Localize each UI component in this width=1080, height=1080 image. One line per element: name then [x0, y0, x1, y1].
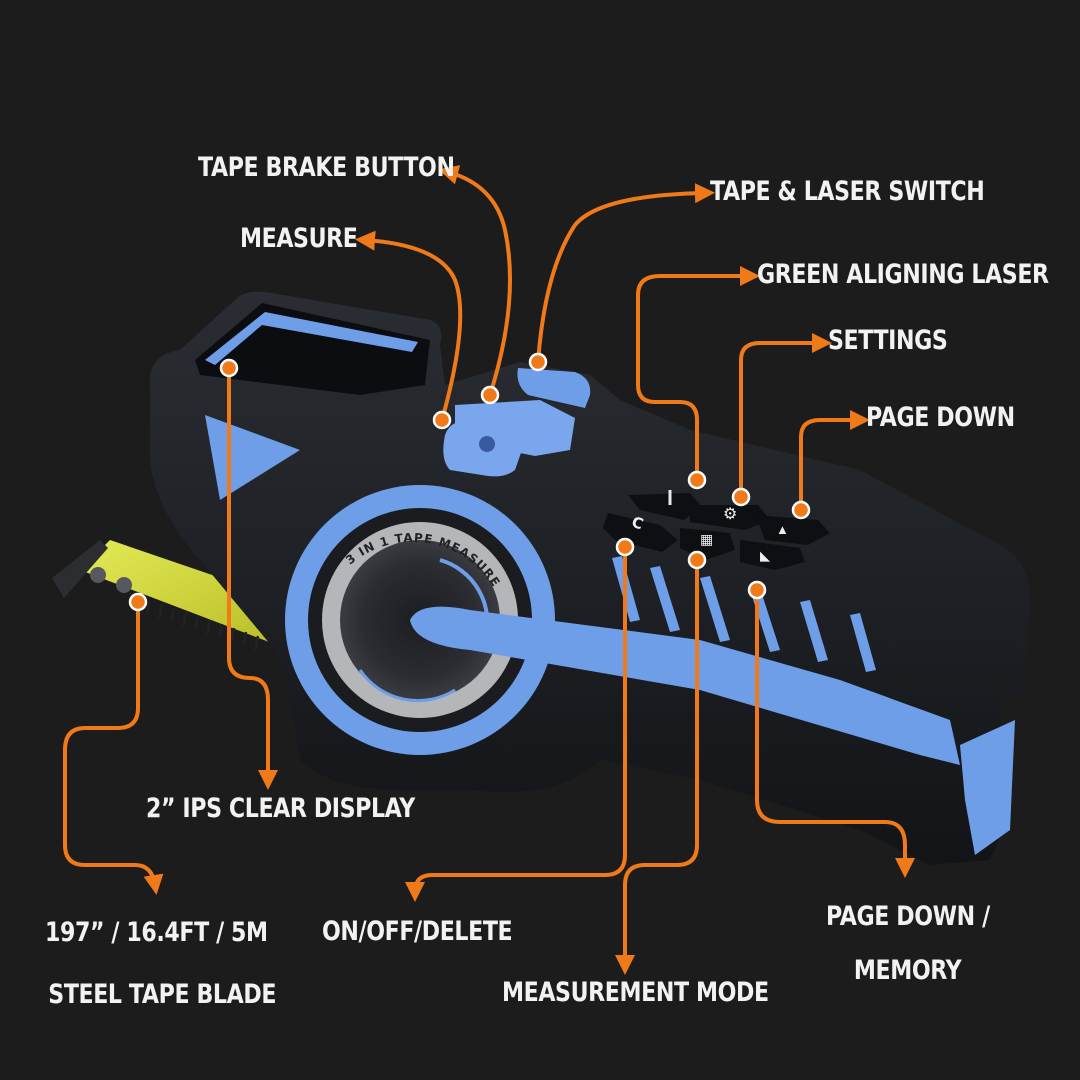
grid-icon: ▦	[700, 533, 714, 548]
callout-settings: SETTINGS	[828, 325, 948, 356]
callout-mode: MEASUREMENT MODE	[502, 977, 769, 1008]
dot-display	[219, 358, 239, 378]
callout-memory: PAGE DOWN / MEMORY	[826, 890, 990, 998]
dot-tape-brake	[480, 385, 500, 405]
dot-memory	[747, 580, 767, 600]
callout-blade-line2: STEEL TAPE BLADE	[48, 979, 277, 1010]
leader-display	[227, 366, 278, 790]
gear-icon: ⚙	[723, 506, 738, 523]
leader-switch	[536, 183, 715, 364]
callout-memory-line2: MEMORY	[853, 955, 962, 986]
leader-measure	[355, 230, 463, 422]
callout-on-off: ON/OFF/DELETE	[322, 916, 513, 947]
leader-blade	[63, 600, 164, 895]
callout-blade: 197” / 16.4FT / 5M STEEL TAPE BLADE	[45, 902, 276, 1026]
settings-key[interactable]	[690, 505, 770, 530]
callout-tape-brake: TAPE BRAKE BUTTON	[198, 152, 455, 183]
tape-measure-body	[150, 291, 1030, 866]
dot-blade	[128, 592, 148, 612]
measure-button[interactable]	[443, 420, 523, 477]
steel-tape-blade	[52, 540, 300, 651]
page-down-key[interactable]	[755, 515, 830, 545]
ips-display	[195, 303, 430, 395]
callout-memory-line1: PAGE DOWN /	[826, 901, 990, 932]
dot-on-off	[615, 537, 635, 557]
leader-laser	[636, 266, 760, 482]
memory-key[interactable]	[740, 540, 805, 570]
callout-switch: TAPE & LASER SWITCH	[710, 176, 985, 207]
dot-settings	[731, 487, 751, 507]
leader-settings	[739, 333, 832, 499]
dot-page-down	[791, 500, 811, 520]
leader-mode	[615, 558, 699, 975]
callout-display: 2” IPS CLEAR DISPLAY	[146, 793, 415, 824]
dot-laser	[687, 470, 707, 490]
callout-page-down: PAGE DOWN	[866, 402, 1015, 433]
laser-key[interactable]	[628, 490, 702, 520]
switch-button[interactable]	[517, 368, 591, 408]
leader-page-down	[799, 410, 870, 512]
callout-measure: MEASURE	[240, 223, 358, 254]
leader-memory	[755, 588, 915, 878]
clear-key[interactable]	[603, 513, 678, 552]
triangle-icon: ▲	[776, 522, 789, 537]
leader-on-off	[405, 545, 627, 902]
dot-switch	[528, 352, 548, 372]
memory-icon: ◣	[760, 548, 770, 563]
keypad	[603, 490, 830, 570]
dot-measure	[432, 410, 452, 430]
leader-tape-brake	[438, 165, 512, 397]
dot-mode	[687, 550, 707, 570]
callout-laser: GREEN ALIGNING LASER	[757, 259, 1049, 290]
callout-blade-line1: 197” / 16.4FT / 5M	[45, 917, 268, 948]
